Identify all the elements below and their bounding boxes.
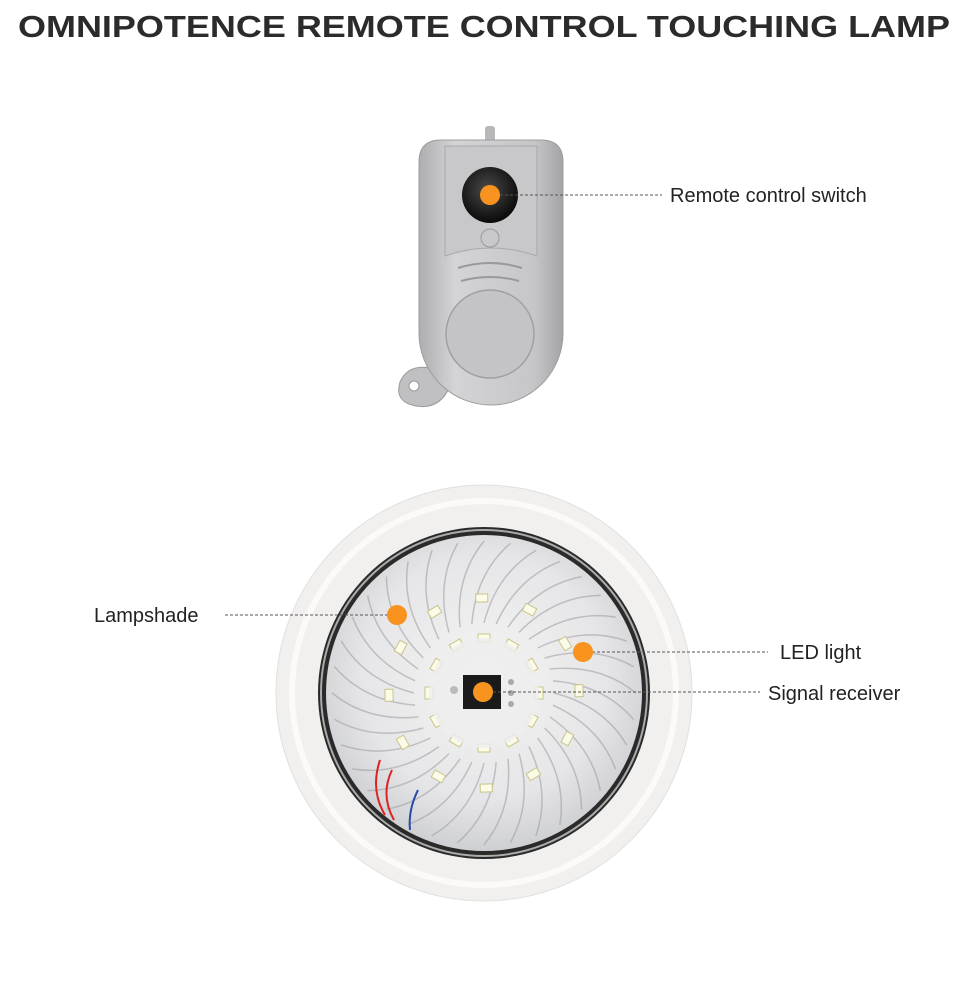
led-chip	[430, 769, 447, 784]
lampshade-rib	[507, 575, 582, 628]
lampshade-rib	[340, 737, 431, 752]
led-chip	[479, 783, 493, 793]
page-title: OMNIPOTENCE REMOTE CONTROL TOUCHING LAMP	[18, 9, 950, 44]
lampshade-rib	[528, 614, 616, 640]
lampshade-rib	[405, 561, 431, 649]
remote-antenna	[485, 126, 495, 142]
led-chip	[395, 734, 411, 751]
lampshade-rib	[407, 761, 473, 826]
lampshade-rib	[386, 758, 461, 811]
lampshade-rib	[331, 692, 419, 719]
lampshade-rib	[509, 753, 525, 844]
lampshade-rib	[366, 595, 419, 670]
lamp	[225, 484, 768, 902]
wifi-icon	[480, 228, 500, 248]
lampshade-rib	[352, 746, 440, 772]
lampshade-rib	[483, 758, 510, 846]
marker-dot-lampshade	[387, 605, 407, 625]
led-chip	[426, 604, 443, 620]
lampshade-rib	[495, 560, 561, 625]
lampshade-rib	[549, 716, 602, 791]
lampshade-rib	[333, 665, 416, 706]
label-lampshade: Lampshade	[94, 605, 199, 627]
lampshade-rib	[425, 549, 440, 640]
lampshade-rib	[456, 761, 497, 844]
lampshade-rib	[552, 704, 617, 770]
lampshade-rib	[333, 718, 424, 734]
marker-dot-led	[573, 642, 593, 662]
lampshade-rib	[553, 692, 628, 746]
lampshade-rib	[340, 640, 415, 694]
marker-dot-receiver	[473, 682, 493, 702]
led-chip	[525, 766, 542, 782]
lampshade-rib	[537, 737, 563, 825]
lampshade-rib	[351, 616, 416, 682]
lampshade-rib	[458, 540, 485, 628]
remote-round-pad	[445, 289, 535, 379]
led-chip	[560, 730, 575, 747]
lampshade-rib	[518, 594, 601, 633]
lampshade-rib	[471, 542, 512, 625]
lampshade-rib	[443, 542, 459, 633]
led-chip	[574, 684, 584, 698]
marker-dot-remote	[480, 185, 500, 205]
led-chip	[384, 688, 394, 702]
led-chip	[393, 639, 408, 656]
blue-wire	[408, 789, 419, 831]
lampshade-rib	[549, 667, 637, 694]
led-chip	[557, 635, 573, 652]
label-led-light: LED light	[780, 642, 862, 664]
label-signal-receiver: Signal receiver	[768, 683, 901, 705]
lampshade-rib	[483, 549, 537, 624]
led-chip	[521, 602, 538, 617]
led-chip	[475, 593, 489, 603]
signal-waves-icon	[457, 262, 523, 282]
remote-control	[398, 126, 662, 408]
lampshade-rib	[528, 746, 543, 837]
lampshade-ribs	[331, 540, 637, 846]
lampshade-rib	[537, 634, 628, 649]
label-remote-control-switch: Remote control switch	[670, 185, 867, 207]
lampshade-rib	[431, 762, 485, 837]
red-wires	[375, 759, 395, 821]
lampshade-rib	[544, 727, 583, 810]
